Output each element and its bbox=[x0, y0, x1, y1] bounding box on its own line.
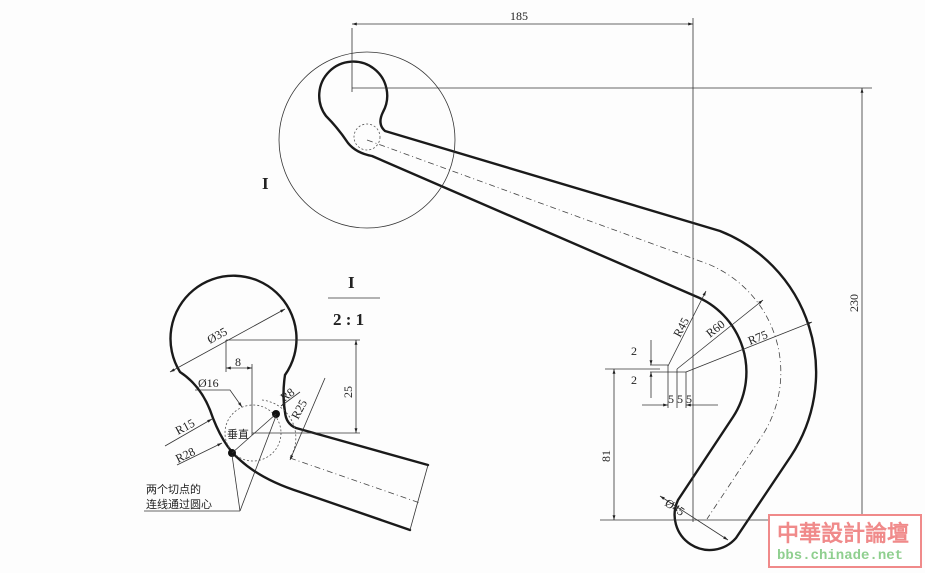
detail-scale: 2 : 1 bbox=[333, 310, 364, 329]
dim-r45: R45 bbox=[670, 315, 692, 339]
watermark-frame bbox=[768, 514, 922, 568]
dim-dia45: Ø45 bbox=[662, 496, 687, 519]
dim-230: 230 bbox=[847, 294, 861, 312]
dim-dia16: Ø16 bbox=[198, 376, 219, 390]
dim-r8: R8 bbox=[278, 385, 298, 405]
perpendicular-note: 垂直 bbox=[227, 427, 249, 441]
tangent-connector bbox=[231, 413, 277, 454]
dim-5-b: 5 bbox=[677, 392, 683, 406]
leader-r45 bbox=[667, 290, 707, 367]
tangent-note-line2: 连线通过圆心 bbox=[146, 497, 212, 511]
break-line bbox=[409, 464, 429, 531]
detail-centerline bbox=[289, 457, 421, 504]
note-leader bbox=[239, 415, 277, 512]
dim-5-c: 5 bbox=[686, 392, 692, 406]
dim-81: 81 bbox=[599, 450, 613, 462]
dim-8: 8 bbox=[235, 355, 241, 369]
dim-25: 25 bbox=[341, 386, 355, 398]
small-hole-circle bbox=[353, 123, 381, 151]
detail-circle bbox=[278, 51, 456, 229]
dim-line-dia45 bbox=[659, 495, 729, 541]
note-leader bbox=[231, 454, 241, 512]
dim-5-a: 5 bbox=[668, 392, 674, 406]
dim-r28: R28 bbox=[173, 444, 197, 465]
part-outline bbox=[318, 60, 818, 552]
dim-r25: R25 bbox=[288, 397, 310, 421]
leader-r75 bbox=[685, 321, 813, 373]
leader-r25 bbox=[289, 377, 326, 461]
dim-2-upper: 2 bbox=[631, 344, 637, 358]
watermark: 中華設計論壇 bbs.chinade.net bbox=[768, 514, 922, 568]
dim-185: 185 bbox=[510, 9, 528, 23]
tangent-note-line1: 两个切点的 bbox=[146, 482, 201, 496]
dim-r60: R60 bbox=[703, 317, 727, 340]
detail-view: I 2 : 1 Ø35 8 25 Ø16 R8 R25 R15 bbox=[144, 273, 430, 532]
watermark-url: bbs.chinade.net bbox=[777, 548, 903, 564]
leader-r8 bbox=[280, 391, 301, 407]
dim-r75: R75 bbox=[746, 327, 770, 347]
watermark-title: 中華設計論壇 bbox=[777, 521, 909, 547]
leader-r15 bbox=[164, 418, 213, 447]
centerline bbox=[366, 139, 782, 520]
leader-r28 bbox=[176, 442, 223, 466]
leader-r60 bbox=[676, 299, 764, 370]
dim-r15: R15 bbox=[173, 416, 197, 438]
dim-line-dia35 bbox=[169, 308, 286, 373]
detail-title: I bbox=[348, 273, 355, 292]
detail-marker-label: I bbox=[262, 174, 269, 193]
dim-2-lower: 2 bbox=[631, 373, 637, 387]
r25-arc bbox=[261, 399, 297, 459]
leader-dia16 bbox=[195, 389, 243, 408]
